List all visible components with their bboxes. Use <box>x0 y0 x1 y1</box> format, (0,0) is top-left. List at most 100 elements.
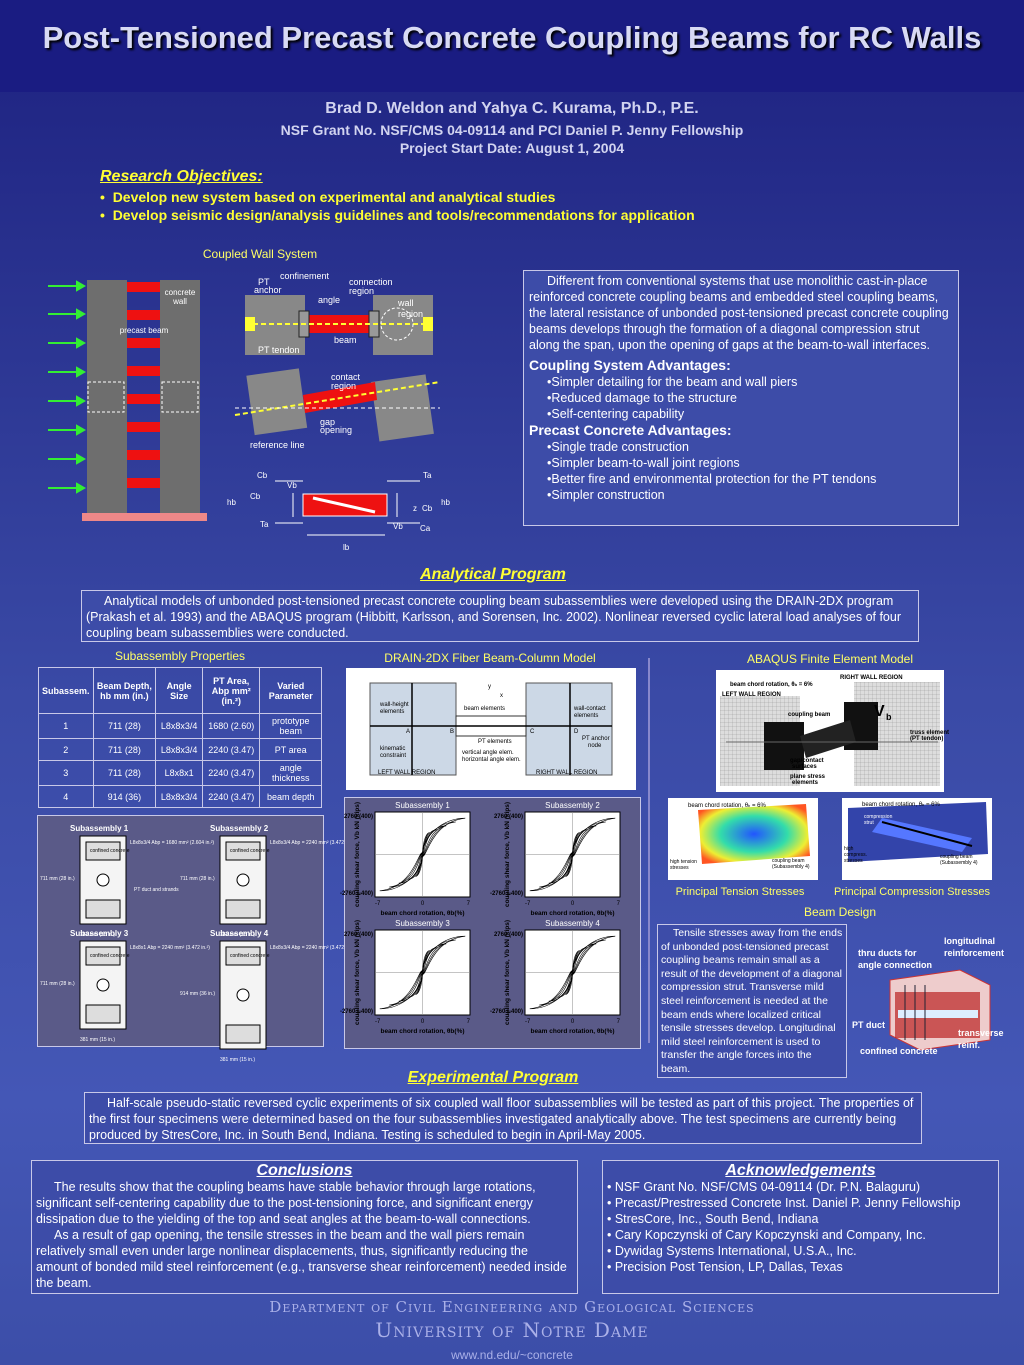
column-divider <box>648 658 650 1043</box>
start-date: Project Start Date: August 1, 2004 <box>399 140 625 156</box>
table-cell: 1680 (2.60) <box>201 713 261 739</box>
svg-text:compression: compression <box>864 814 893 820</box>
coupled-wall-caption: Coupled Wall System <box>202 247 318 261</box>
ack-item: • Precision Post Tension, LP, Dallas, Te… <box>607 1260 843 1274</box>
confined-label: confined concrete <box>90 953 130 959</box>
svg-text:(PT tendon): (PT tendon) <box>910 736 943 742</box>
ytick-top: 2760 (400) <box>344 932 373 938</box>
objectives-heading: Research Objectives: <box>100 168 263 185</box>
section-depth: 914 mm (36 in.) <box>180 991 215 997</box>
website-url[interactable]: www.nd.edu/~concrete <box>451 1348 573 1362</box>
confined-top <box>225 946 261 966</box>
force-label-ta-bot: Ta <box>260 520 269 529</box>
hysteresis-loop <box>529 817 616 892</box>
ytick-bottom: -2760 (-400) <box>490 891 523 897</box>
hysteresis-title: Subassembly 2 <box>545 801 600 810</box>
pt-duct-circle <box>236 988 250 1002</box>
table-header: Varied Parameter <box>259 667 322 714</box>
table-cell: 2240 (3.47) <box>201 760 261 786</box>
hysteresis-loop <box>529 935 616 1010</box>
precast-advantage: •Simpler construction <box>547 488 665 502</box>
svg-text:LEFT WALL REGION: LEFT WALL REGION <box>378 770 435 776</box>
svg-text:PT elements: PT elements <box>478 739 512 745</box>
strut-arrow <box>312 496 376 514</box>
svg-text:elements: elements <box>792 780 819 786</box>
ytick-top: 2760 (400) <box>494 814 523 820</box>
svg-text:elements: elements <box>574 713 598 719</box>
force-label-ca-bot: Ca <box>420 524 431 533</box>
force-label-cb-mid: Cb <box>250 492 261 501</box>
drain-model-svg: wall-height elements beam elements wall-… <box>369 682 613 776</box>
precast-beam-label: precast beam <box>120 326 169 335</box>
force-arrows <box>275 480 420 536</box>
hysteresis-title: Subassembly 1 <box>395 801 450 810</box>
longitudinal-label-2: reinforcement <box>944 948 1004 958</box>
force-label-ta-top: Ta <box>423 471 432 480</box>
svg-text:x: x <box>500 693 503 699</box>
connection-region-label: connection <box>349 277 393 287</box>
svg-text:wall-height: wall-height <box>379 702 409 708</box>
precast-advantage: •Single trade construction <box>547 440 689 454</box>
coupling-advantage: •Simpler detailing for the beam and wall… <box>547 375 798 389</box>
svg-text:V: V <box>874 703 885 720</box>
experimental-box: Half-scale pseudo-static reversed cyclic… <box>84 1092 922 1144</box>
conclusions-box: Conclusions The results show that the co… <box>31 1160 578 1294</box>
hysteresis-loop <box>408 829 437 880</box>
xtick: 7 <box>617 1019 621 1025</box>
svg-text:LEFT WALL REGION: LEFT WALL REGION <box>722 692 781 698</box>
section-width: 381 mm (15 in.) <box>80 1037 115 1043</box>
longitudinal-label: longitudinal <box>944 936 995 946</box>
confined-bottom <box>225 1024 261 1044</box>
table-cell: angle thickness <box>259 760 322 786</box>
objective-text: Develop seismic design/analysis guidelin… <box>112 207 695 223</box>
pt-anchor-right <box>423 317 433 331</box>
university-name: University of Notre Dame <box>375 1318 649 1342</box>
svg-text:surfaces: surfaces <box>792 764 817 770</box>
angle-label: angle <box>318 295 340 305</box>
tension-stress-panel: beam chord rotation, θb = 6% high tensio… <box>668 798 818 880</box>
ytick-bottom: -2760 (-400) <box>340 891 373 897</box>
hysteresis-xlabel: beam chord rotation, θb(%) <box>380 1028 464 1035</box>
table-row: 1 711 (28) L8x8x3/4 1680 (2.60) prototyp… <box>38 713 322 739</box>
grant-line: NSF Grant No. NSF/CMS 04-09114 and PCI D… <box>280 122 744 138</box>
svg-text:high tension: high tension <box>670 859 697 865</box>
section-depth: 711 mm (28 in.) <box>40 981 75 987</box>
table-cell: L8x8x3/4 <box>155 738 203 761</box>
table-cell: L8x8x1 <box>155 760 203 786</box>
beam-block <box>307 315 371 333</box>
advantages-intro: Different from conventional systems that… <box>529 274 949 352</box>
xtick: 0 <box>421 901 425 907</box>
section-title: Subassembly 3 <box>70 929 129 938</box>
concrete-wall-label-2: wall <box>172 297 187 306</box>
experimental-text: Half-scale pseudo-static reversed cyclic… <box>89 1096 914 1142</box>
contact-region-label-2: region <box>331 381 356 391</box>
coupling-advantage: •Self-centering capability <box>547 407 685 421</box>
svg-text:beam chord rotation, θb = 6%: beam chord rotation, θb = 6% <box>688 803 766 809</box>
svg-text:A: A <box>406 729 410 735</box>
xtick: 7 <box>467 901 471 907</box>
precast-advantages-heading: Precast Concrete Advantages: <box>529 422 732 438</box>
svg-text:RIGHT WALL REGION: RIGHT WALL REGION <box>840 675 903 681</box>
experimental-heading: Experimental Program <box>407 1069 579 1086</box>
abaqus-caption: ABAQUS Finite Element Model <box>746 652 914 666</box>
ack-item: • Dywidag Systems International, U.S.A.,… <box>607 1244 857 1258</box>
hysteresis-ylabel: coupling shear force, Vb kN (kips) <box>504 920 511 1025</box>
svg-text:RIGHT WALL REGION: RIGHT WALL REGION <box>536 770 597 776</box>
table-cell: prototype beam <box>259 713 322 739</box>
compression-caption: Principal Compression Stresses <box>834 886 990 898</box>
right-wall-pier <box>160 280 200 513</box>
section-title: Subassembly 1 <box>70 824 129 833</box>
hysteresis-loop <box>379 935 466 1010</box>
table-cell: 711 (28) <box>92 713 157 739</box>
ack-item: • NSF Grant No. NSF/CMS 04-09114 (Dr. P.… <box>607 1180 921 1194</box>
svg-text:elements: elements <box>380 709 404 715</box>
hysteresis-loop <box>558 829 587 880</box>
section-depth: 711 mm (28 in.) <box>40 876 75 882</box>
beam-design-text: Tensile stresses away from the ends of u… <box>661 927 843 1075</box>
svg-text:wall-contact: wall-contact <box>573 706 606 712</box>
ytick-top: 2760 (400) <box>344 814 373 820</box>
tension-stress-svg: beam chord rotation, θb = 6% high tensio… <box>670 803 810 871</box>
